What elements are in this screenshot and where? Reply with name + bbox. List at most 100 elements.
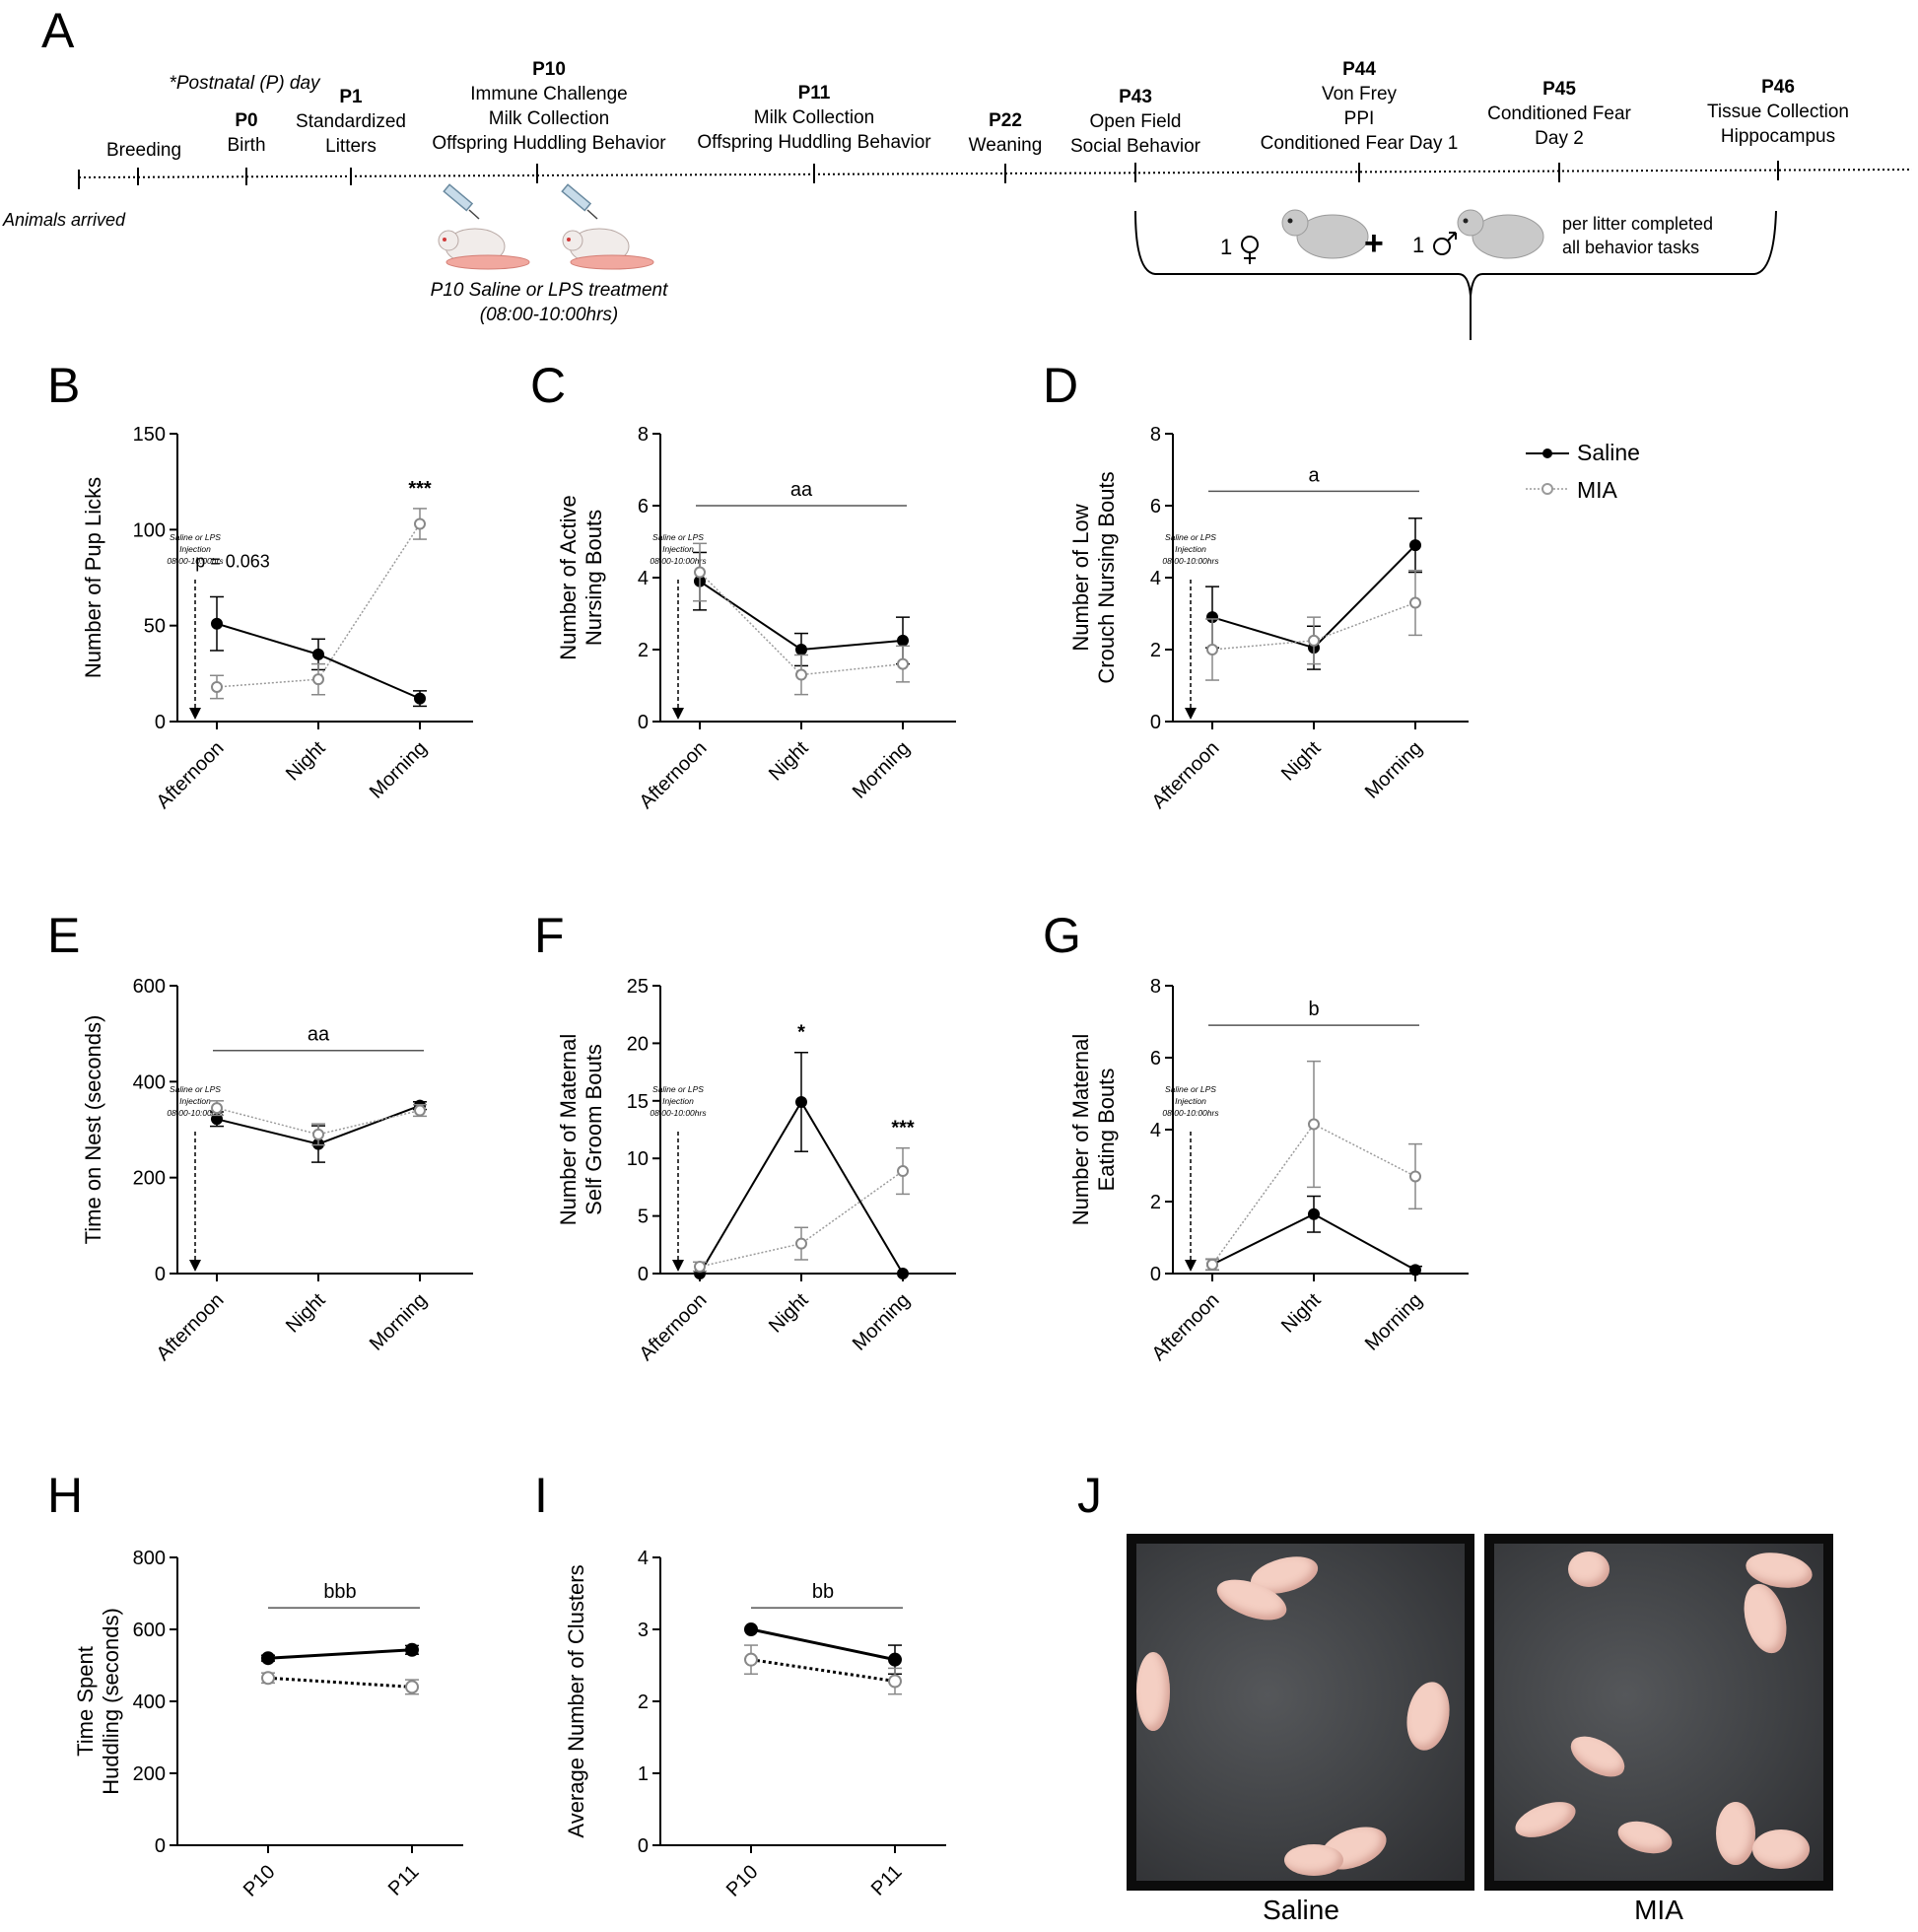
significance-label: b (1308, 999, 1319, 1020)
injection-note: Injection (1175, 1096, 1206, 1106)
mia-data-point (1206, 1258, 1218, 1271)
mia-data-point (1409, 1170, 1421, 1183)
mia-data-point (414, 1104, 426, 1117)
y-axis-label: Average Number of Clusters (564, 1564, 588, 1837)
x-tick-label: Afternoon (1148, 737, 1224, 813)
x-tick-label: Morning (1361, 1289, 1427, 1355)
injection-note: Injection (662, 544, 694, 554)
mia-data-point (1308, 1118, 1320, 1131)
x-tick-label: Morning (366, 1289, 432, 1355)
annotation-label: *** (891, 1118, 915, 1139)
timeline-event-breeding: Breeding (105, 140, 182, 161)
x-tick-label: Night (765, 737, 813, 786)
y-tick-label: 2 (638, 640, 649, 661)
saline-data-point (897, 634, 909, 647)
x-tick-label: Night (1277, 737, 1326, 786)
significance-label: aa (790, 479, 813, 501)
y-tick-label: 4 (1150, 568, 1161, 589)
y-tick-label: 0 (638, 1835, 649, 1857)
mia-data-point (897, 657, 909, 670)
x-tick-label: Afternoon (153, 1289, 229, 1365)
saline-data-point (795, 1095, 807, 1108)
injection-note: Saline or LPS (652, 1084, 704, 1094)
y-axis-label: Number of Active (556, 495, 581, 660)
y-tick-label: 100 (133, 519, 166, 541)
significance-label: bbb (323, 1581, 356, 1603)
x-tick-label: Afternoon (636, 1289, 712, 1365)
y-tick-label: 0 (638, 1264, 649, 1285)
legend-markers (1526, 448, 1569, 495)
panel-letter-c: C (530, 358, 567, 413)
pup-image (1284, 1844, 1343, 1876)
x-tick-label: Night (282, 737, 330, 786)
injection-arrow-head (1185, 1260, 1197, 1272)
y-tick-label: 8 (638, 424, 649, 446)
pup-image (1716, 1802, 1755, 1865)
dam-with-pups-icon-1 (438, 228, 530, 270)
plus-sign: + (1364, 225, 1384, 262)
y-tick-label: 4 (638, 1548, 649, 1569)
injection-note: 08:00-10:00hrs (167, 1108, 224, 1118)
y-tick-label: 50 (144, 616, 166, 638)
y-axis-label: Eating Bouts (1094, 1069, 1119, 1192)
mia-data-point (795, 668, 807, 681)
injection-note: Saline or LPS (1165, 1084, 1216, 1094)
y-axis-label: Time on Nest (seconds) (81, 1015, 105, 1245)
saline-data-point (414, 692, 426, 705)
x-tick-label: Morning (849, 737, 915, 803)
timeline-event-p45: P45 Conditioned Fear Day 2 (1487, 79, 1631, 149)
mia-data-point (744, 1652, 758, 1667)
saline-data-point (1409, 539, 1421, 552)
saline-data-point (744, 1622, 758, 1636)
saline-series-line (267, 1648, 413, 1660)
significance-label: aa (308, 1024, 330, 1046)
timeline-event-p0: P0 Birth (227, 110, 266, 156)
injection-arrow-head (672, 1260, 684, 1272)
mia-data-point (312, 673, 324, 686)
saline-data-point (888, 1652, 902, 1667)
injection-note: Injection (662, 1096, 694, 1106)
mia-series-line (1211, 1123, 1416, 1266)
litter-note: per litter completed all behavior tasks (1562, 214, 1714, 257)
mia-data-point (312, 1128, 324, 1140)
y-tick-label: 400 (133, 1071, 166, 1093)
mia-data-point (888, 1674, 902, 1689)
animals-arrived-label: Animals arrived (3, 210, 126, 230)
panel-letter-f: F (534, 908, 565, 963)
legend-saline-label: Saline (1577, 440, 1640, 465)
mia-series-line (1211, 601, 1416, 651)
y-tick-label: 8 (1150, 976, 1161, 998)
panel-letter-g: G (1043, 908, 1081, 963)
injection-note: 08:00-10:00hrs (1162, 1108, 1219, 1118)
timeline-event-p10: P10 Immune Challenge Milk Collection Off… (432, 59, 666, 154)
female-count: 1 (1220, 235, 1233, 259)
y-tick-label: 150 (133, 424, 166, 446)
y-axis-label: Time Spent (73, 1646, 98, 1757)
injection-arrow-head (189, 708, 201, 720)
x-tick-label: Morning (366, 737, 432, 803)
y-tick-label: 1 (638, 1763, 649, 1785)
pup-image (1568, 1552, 1610, 1587)
timeline-ticks (78, 161, 1779, 189)
injection-note: Injection (1175, 544, 1206, 554)
y-tick-label: 200 (133, 1763, 166, 1785)
y-tick-label: 10 (627, 1148, 649, 1170)
x-tick-label: Night (282, 1289, 330, 1338)
y-tick-label: 0 (155, 1835, 166, 1857)
significance-label: a (1308, 464, 1320, 486)
mia-series-line (750, 1658, 896, 1684)
male-symbol-icon (1433, 232, 1457, 255)
mia-series-line (216, 523, 421, 688)
x-tick-label: P11 (867, 1861, 907, 1900)
significance-label: bb (812, 1581, 834, 1603)
y-axis-label: Number of Low (1068, 504, 1093, 651)
timeline-event-p1: P1 Standardized Litters (296, 87, 406, 157)
panel-letter-d: D (1043, 358, 1079, 413)
annotation-label: * (797, 1022, 805, 1044)
legend-mia-marker (1541, 483, 1553, 495)
y-tick-label: 0 (638, 712, 649, 733)
